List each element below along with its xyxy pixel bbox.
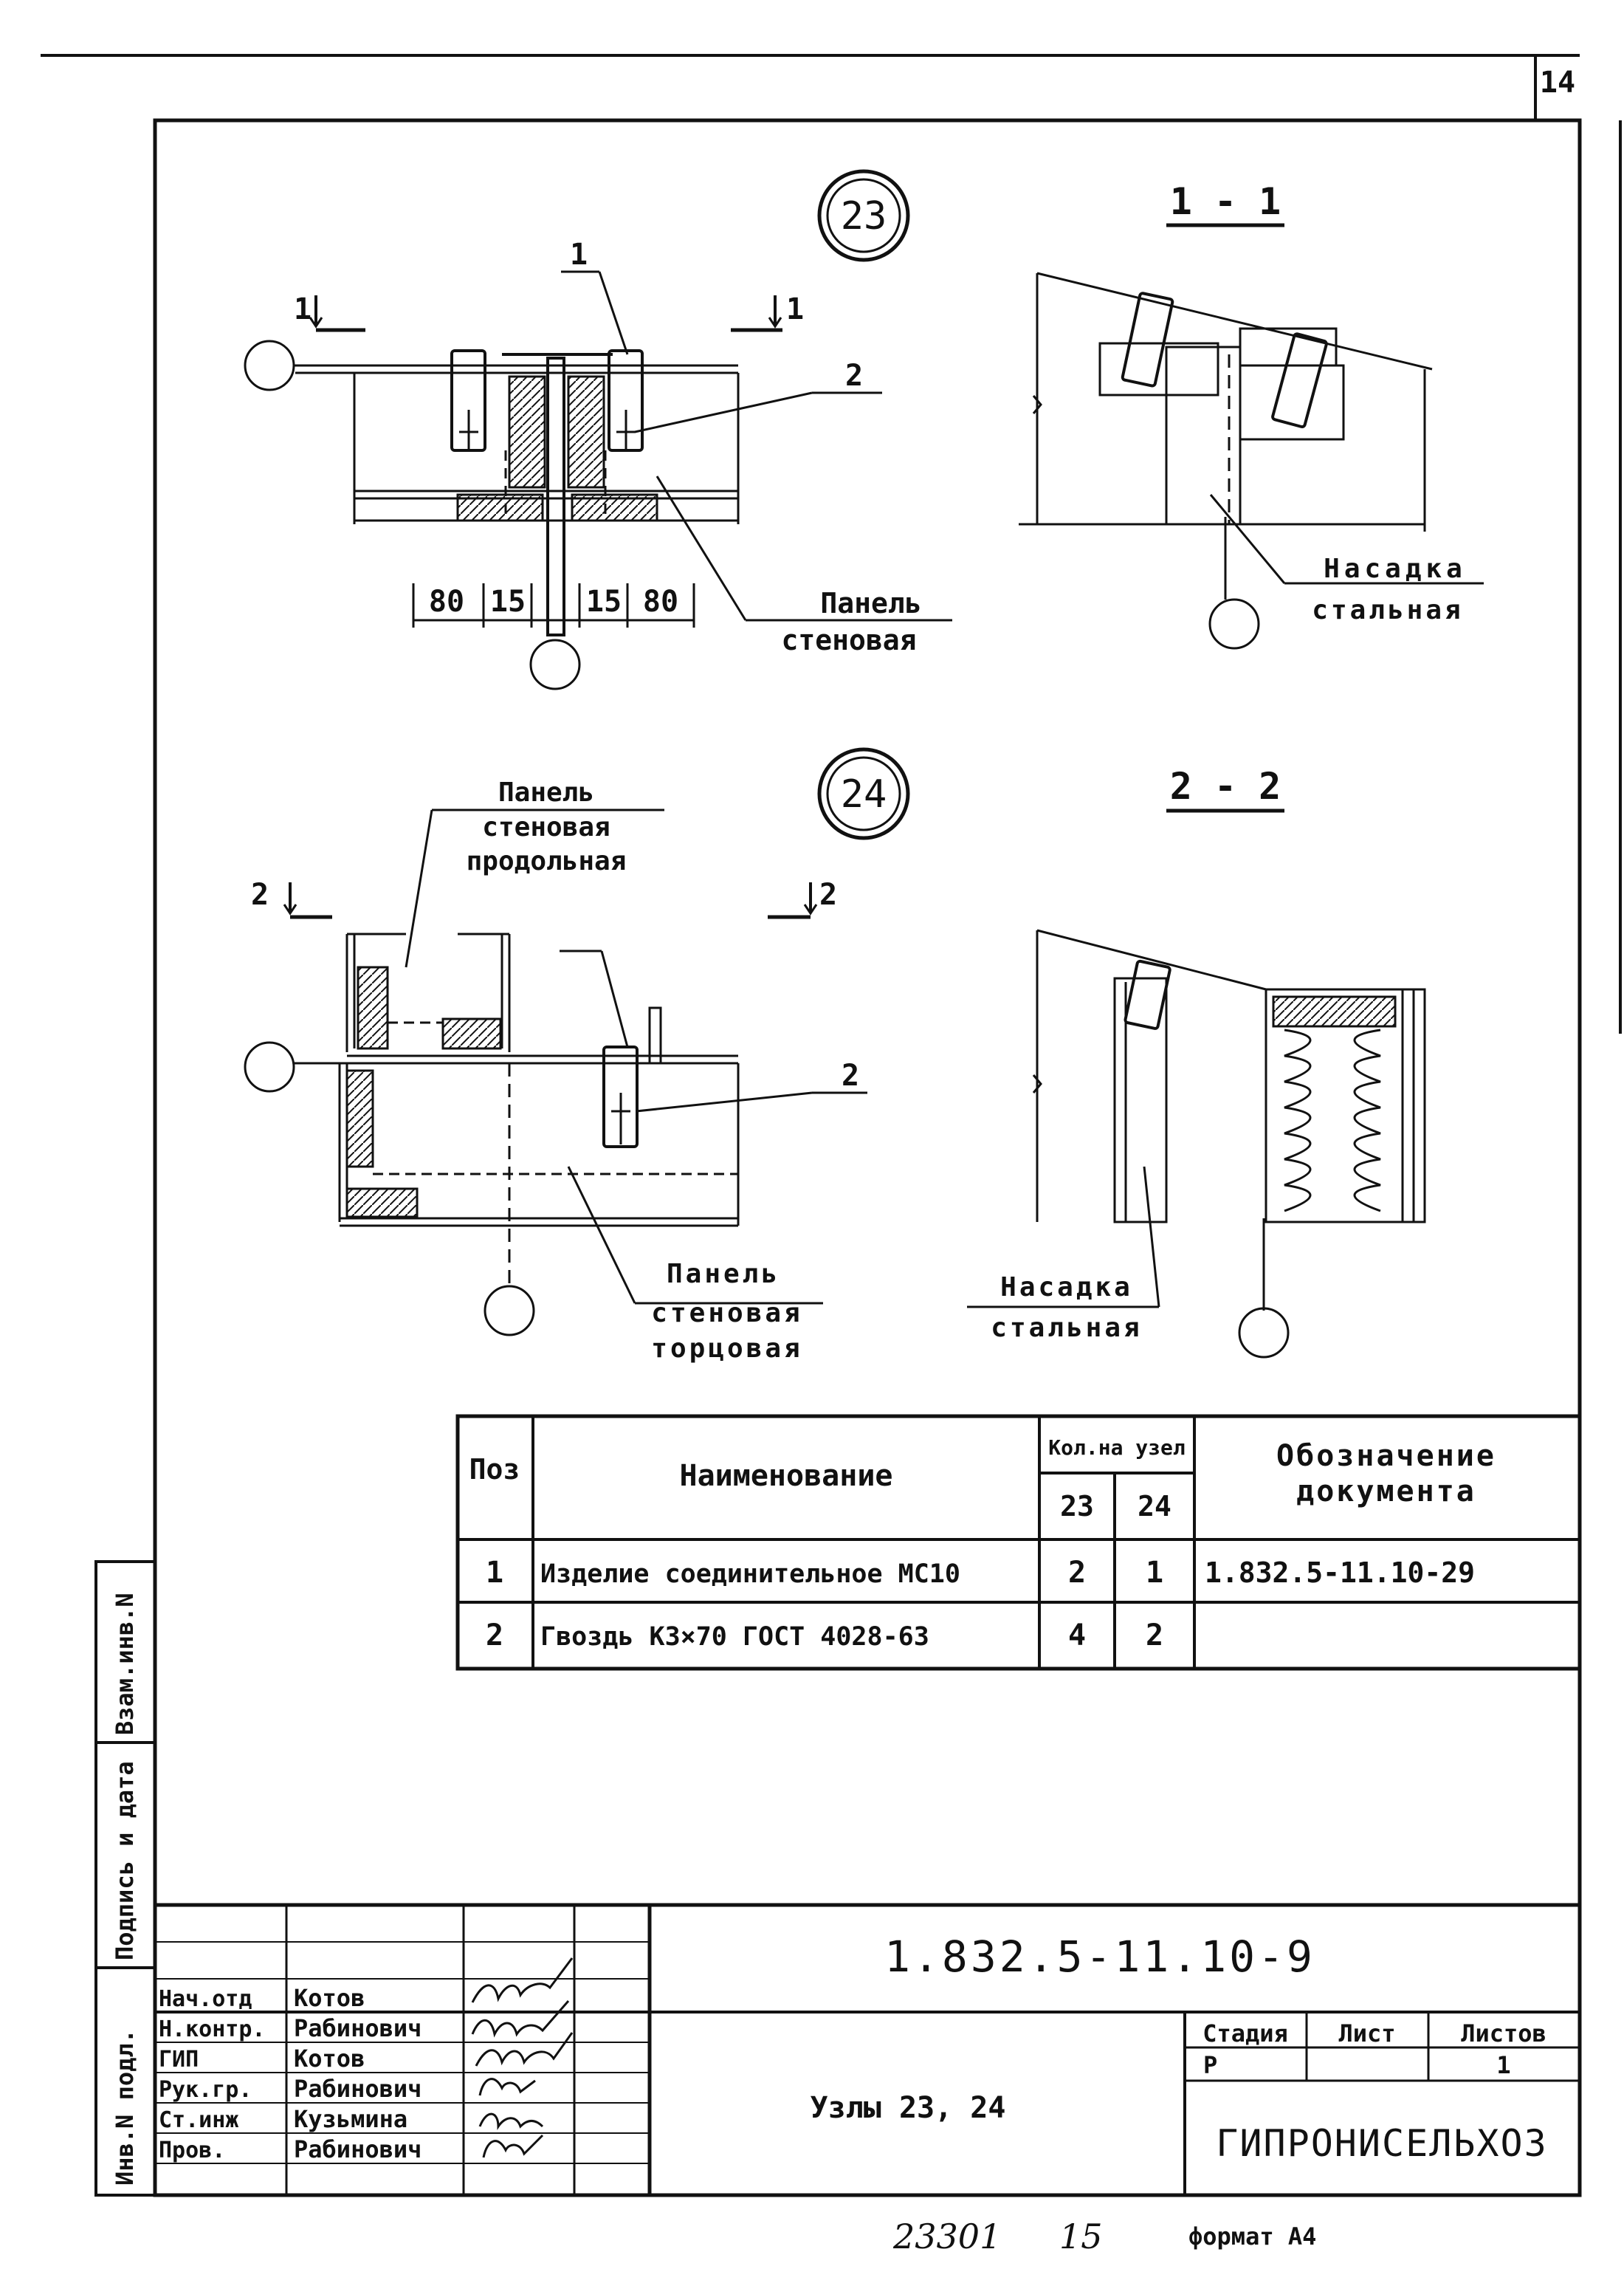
svg-text:4: 4	[1068, 1618, 1086, 1652]
list-item: Нач.отд Котов	[159, 1984, 365, 2012]
svg-text:Пров.: Пров.	[159, 2138, 225, 2163]
svg-text:2: 2	[486, 1618, 503, 1652]
svg-text:1: 1	[1146, 1556, 1163, 1590]
svg-text:1.832.5-11.10-29: 1.832.5-11.10-29	[1205, 1556, 1475, 1589]
list-item: Н.контр. Рабинович	[159, 2014, 422, 2042]
svg-text:1: 1	[786, 292, 804, 326]
svg-text:Котов: Котов	[294, 1984, 365, 2012]
section-2-2-label-2: стальная	[991, 1313, 1142, 1343]
node-24-long-label-1: Панель	[498, 777, 594, 808]
section-mark-2-left: 2	[251, 878, 332, 919]
svg-text:Рук.гр.: Рук.гр.	[159, 2077, 252, 2103]
svg-text:Ст.инж: Ст.инж	[159, 2107, 238, 2133]
sheets-header: Листов	[1461, 2019, 1546, 2047]
header-qty-23: 23	[1060, 1490, 1094, 1522]
section-2-2-view: 2 - 2 Насадка стальная	[967, 765, 1426, 1359]
section-2-2-title: 2 - 2	[1170, 765, 1281, 808]
title-block-code: 1.832.5-11.10-9	[884, 1932, 1315, 1982]
side-stamp: Инв.N подл. Подпись и дата Взам.инв.N	[94, 1560, 156, 2197]
list-item: ГИП Котов	[159, 2045, 365, 2073]
svg-text:1: 1	[486, 1556, 503, 1590]
svg-text:Котов: Котов	[294, 2045, 365, 2073]
section-1-1-title: 1 - 1	[1170, 180, 1281, 223]
node-23-pos-1: 1	[570, 238, 588, 272]
people-list: Нач.отд Котов Н.контр. Рабинович ГИП Кот…	[159, 1984, 422, 2163]
format-label: формат А4	[1188, 2222, 1316, 2251]
svg-text:2: 2	[1146, 1618, 1163, 1652]
node-23-view: 23 1 1	[244, 169, 952, 690]
signature-scribbles	[471, 1957, 574, 2158]
section-1-1-label-2: стальная	[1312, 595, 1463, 625]
page-number: 14	[1540, 66, 1575, 100]
node-24-view: 24 Панель стеновая продольная 2 2	[244, 747, 910, 1364]
spec-table: Поз Наименование Кол.на узел 23 24 Обозн…	[455, 1414, 1582, 1671]
organization-name: ГИПРОНИСЕЛЬХОЗ	[1216, 2122, 1547, 2165]
side-stamp-replacement-inv: Взам.инв.N	[111, 1593, 139, 1735]
list-item: Ст.инж Кузьмина	[159, 2105, 407, 2133]
svg-text:Н.контр.: Н.контр.	[159, 2016, 266, 2042]
section-mark-2-right: 2	[768, 878, 837, 919]
section-mark-1-right: 1	[731, 292, 804, 332]
dim-80-left: 80	[429, 585, 464, 619]
header-qty: Кол.на узел	[1048, 1435, 1185, 1460]
svg-text:Рабинович: Рабинович	[294, 2075, 422, 2103]
sheets-value: 1	[1496, 2051, 1510, 2079]
dim-15-right: 15	[586, 585, 622, 619]
stage-header: Стадия	[1202, 2019, 1288, 2047]
footer-number: 23301	[892, 2217, 1001, 2256]
node-23-number: 23	[841, 194, 887, 238]
svg-text:Рабинович: Рабинович	[294, 2014, 422, 2042]
footer-page: 15	[1059, 2217, 1103, 2256]
svg-text:Изделие соединительное МС10: Изделие соединительное МС10	[540, 1559, 960, 1589]
dim-80-right: 80	[643, 585, 678, 619]
node-23-pos-2: 2	[845, 359, 863, 393]
svg-text:1: 1	[294, 292, 312, 326]
node-24-end-label-3: торцовая	[651, 1333, 802, 1364]
header-qty-24: 24	[1138, 1490, 1171, 1522]
header-doc-2: документа	[1296, 1474, 1476, 1508]
svg-text:Гвоздь К3×70 ГОСТ 4028-63: Гвоздь К3×70 ГОСТ 4028-63	[540, 1622, 929, 1652]
node-24-long-label-2: стеновая	[482, 812, 610, 842]
list-item: Рук.гр. Рабинович	[159, 2075, 422, 2103]
svg-text:Нач.отд: Нач.отд	[159, 1986, 252, 2012]
node-24-long-label-3: продольная	[467, 846, 627, 876]
svg-text:Рабинович: Рабинович	[294, 2135, 422, 2163]
svg-text:ГИП: ГИП	[159, 2047, 199, 2073]
side-stamp-inv-original: Инв.N подл.	[111, 2029, 139, 2186]
table-row: 2 Гвоздь К3×70 ГОСТ 4028-63 4 2	[486, 1618, 1163, 1652]
node-24-end-label-1: Панель	[667, 1259, 780, 1289]
svg-text:2: 2	[251, 878, 269, 912]
section-1-1-view: 1 - 1 Насадка стальная	[1019, 180, 1484, 650]
svg-text:2: 2	[819, 878, 837, 912]
node-24-end-label-2: стеновая	[651, 1298, 802, 1328]
header-pos: Поз	[469, 1453, 520, 1486]
title-block-title: Узлы 23, 24	[811, 2091, 1006, 2125]
side-stamp-signature-date: Подпись и дата	[111, 1761, 139, 1960]
header-doc-1: Обозначение	[1276, 1439, 1496, 1473]
node-24-number: 24	[841, 772, 887, 817]
svg-text:2: 2	[1068, 1556, 1086, 1590]
section-2-2-label-1: Насадка	[1000, 1272, 1133, 1302]
section-mark-1-left: 1	[294, 292, 365, 332]
dim-15-left: 15	[490, 585, 526, 619]
node-23-panel-label-1: Панель	[820, 587, 921, 619]
sheet-border	[41, 54, 1622, 2197]
title-block: Нач.отд Котов Н.контр. Рабинович ГИП Кот…	[155, 1903, 1580, 2195]
list-item: Пров. Рабинович	[159, 2135, 422, 2163]
stage-value: Р	[1203, 2051, 1217, 2079]
header-name: Наименование	[680, 1459, 893, 1493]
sheet-header: Лист	[1338, 2019, 1395, 2047]
table-row: 1 Изделие соединительное МС10 2 1 1.832.…	[486, 1556, 1475, 1590]
node-23-panel-label-2: стеновая	[781, 624, 916, 656]
node-24-pos-2: 2	[842, 1059, 859, 1093]
section-1-1-label-1: Насадка	[1324, 554, 1467, 584]
svg-text:Кузьмина: Кузьмина	[294, 2105, 407, 2133]
